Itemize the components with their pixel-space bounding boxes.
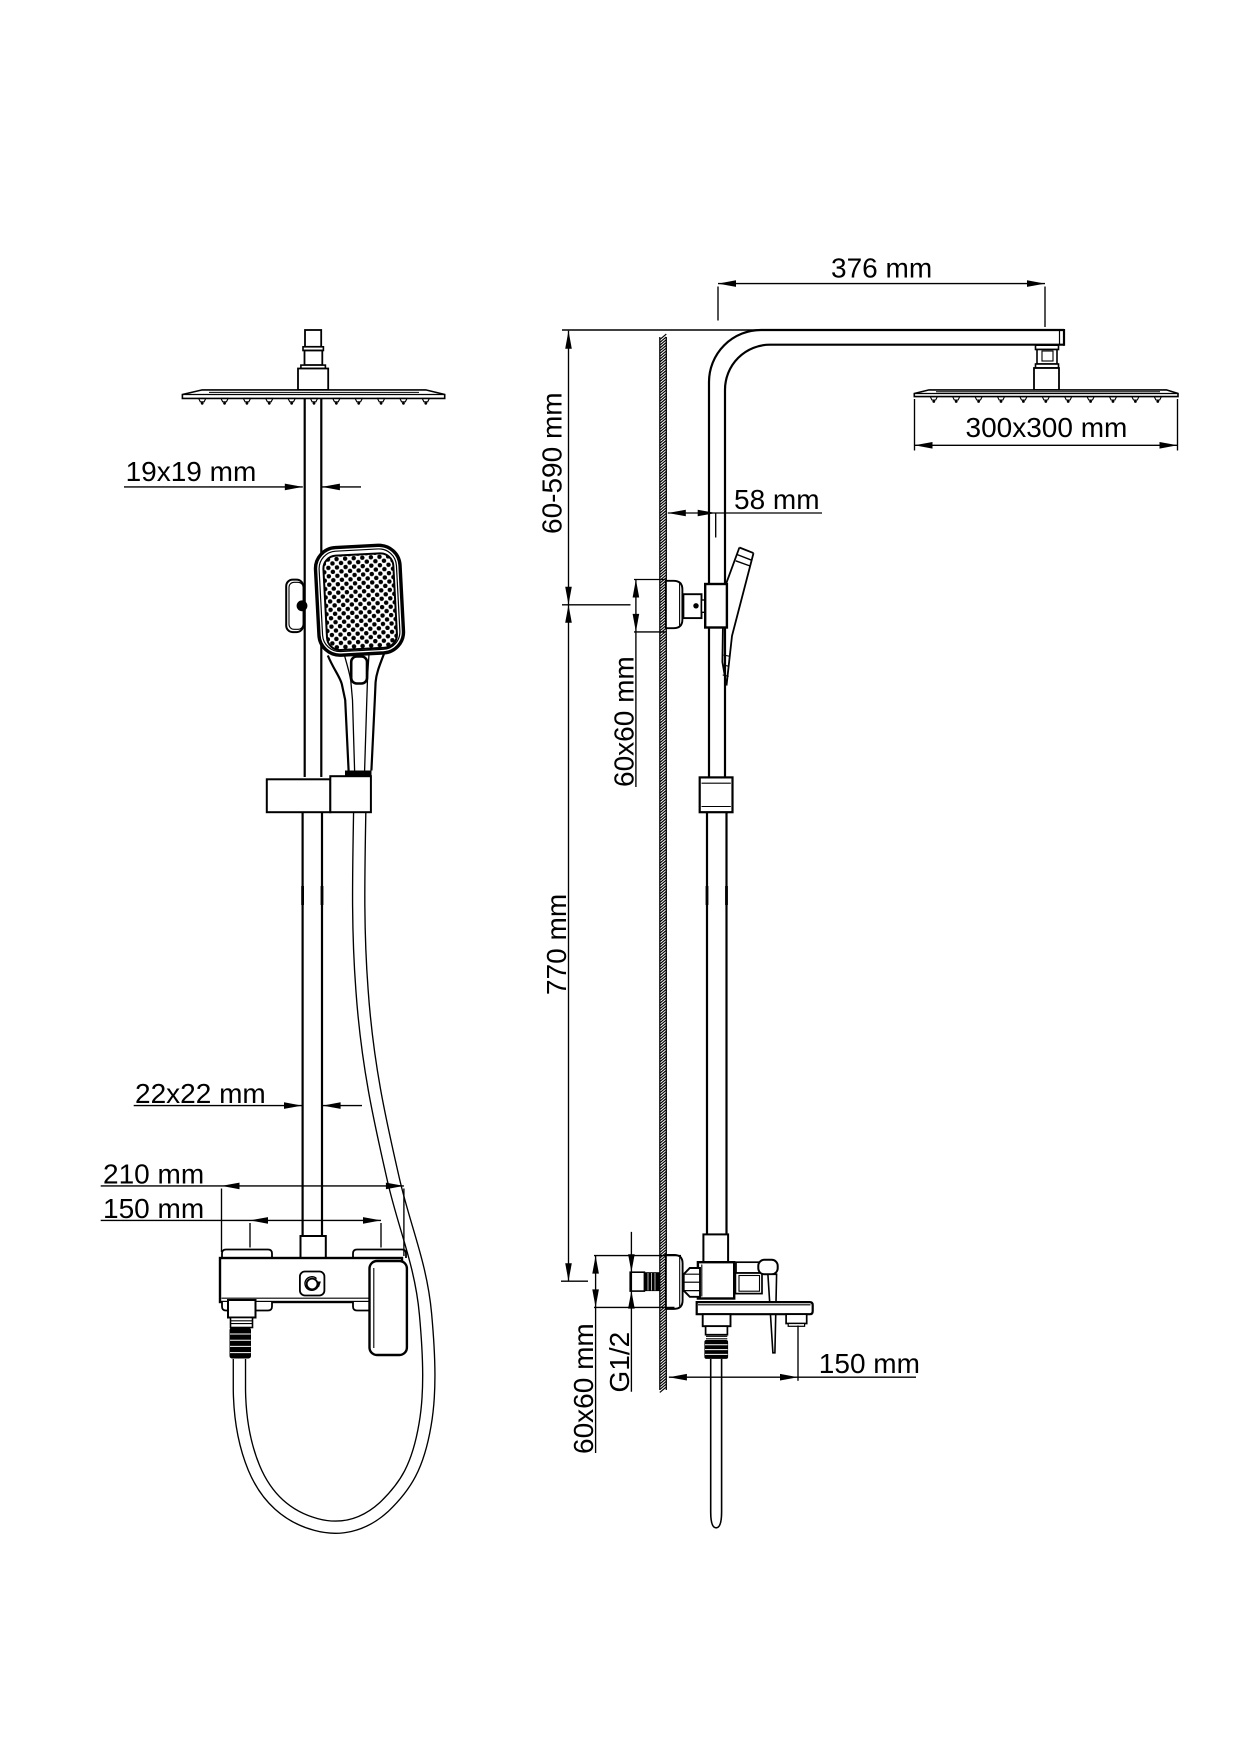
svg-text:22x22 mm: 22x22 mm (135, 1078, 266, 1109)
svg-text:60x60 mm: 60x60 mm (609, 656, 640, 787)
svg-text:150 mm: 150 mm (819, 1348, 920, 1379)
svg-text:770 mm: 770 mm (541, 894, 572, 995)
svg-text:150 mm: 150 mm (103, 1193, 204, 1224)
svg-text:G1/2: G1/2 (604, 1332, 635, 1393)
svg-text:60x60 mm: 60x60 mm (568, 1323, 599, 1454)
svg-text:19x19 mm: 19x19 mm (126, 456, 257, 487)
svg-text:58 mm: 58 mm (734, 484, 820, 515)
svg-text:376 mm: 376 mm (831, 253, 932, 284)
svg-text:210 mm: 210 mm (103, 1158, 204, 1189)
svg-text:60-590 mm: 60-590 mm (537, 392, 568, 534)
svg-text:300x300 mm: 300x300 mm (966, 412, 1128, 443)
